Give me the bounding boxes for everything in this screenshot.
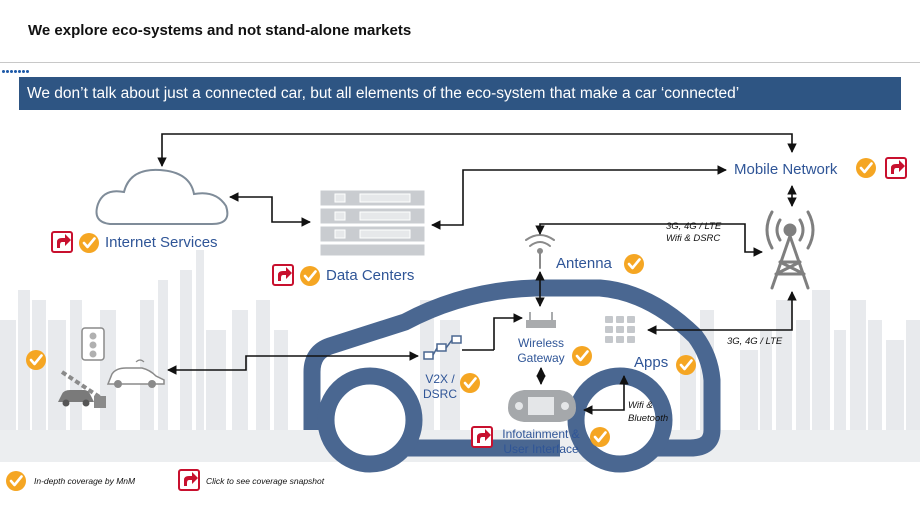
connected-car-icon <box>106 359 165 388</box>
link-arrow-icon[interactable] <box>471 426 493 448</box>
v2x-network-icon <box>423 335 462 360</box>
note-infotainment-apps-line1: Wifi & <box>628 400 653 411</box>
link-arrow-icon[interactable] <box>51 231 73 253</box>
link-v2x-traffic <box>167 351 419 375</box>
router-icon <box>526 312 556 328</box>
node-wireless-gateway: Wireless Gateway <box>517 336 565 365</box>
check-badge-icon <box>588 425 612 449</box>
check-badge-icon <box>674 353 698 377</box>
link-cloud-datacenter <box>229 192 311 227</box>
link-gateway-v2x <box>493 313 523 350</box>
node-antenna: Antenna <box>556 255 612 272</box>
page-title: We explore eco-systems and not stand-alo… <box>28 22 412 39</box>
note-antenna-tower-line2: Wifi & DSRC <box>666 233 721 244</box>
node-internet-services[interactable]: Internet Services <box>105 234 218 251</box>
accent-dots <box>2 60 30 73</box>
link-arrow-icon[interactable] <box>272 264 294 286</box>
car-outline <box>303 279 721 457</box>
note-antenna-tower-line1: 3G, 4G / LTE <box>666 221 722 232</box>
barrier-gate-icon <box>58 370 106 408</box>
infotainment-unit-icon <box>508 390 576 422</box>
city-skyline <box>0 250 920 462</box>
server-icon <box>319 189 426 257</box>
link-apps-tower <box>647 291 797 335</box>
link-datacenter-mobile <box>431 165 727 230</box>
link-infotainment-apps <box>583 375 629 415</box>
traffic-light-icon <box>81 327 105 361</box>
check-badge-icon <box>570 344 594 368</box>
note-infotainment-apps-line2: Bluetooth <box>628 413 669 424</box>
check-badge-icon <box>77 231 101 255</box>
check-badge-icon <box>854 156 878 180</box>
cloud-icon <box>95 168 229 225</box>
legend-check-text: In-depth coverage by MnM <box>34 476 136 486</box>
check-badge-icon <box>4 469 28 493</box>
node-mobile-network[interactable]: Mobile Network <box>734 161 838 178</box>
banner: We don’t talk about just a connected car… <box>19 77 901 110</box>
check-badge-icon <box>458 371 482 395</box>
check-badge-icon <box>622 252 646 276</box>
link-antenna-tower <box>535 223 763 257</box>
check-badge-icon <box>298 264 322 288</box>
antenna-icon <box>525 234 555 269</box>
note-apps-tower: 3G, 4G / LTE <box>727 336 783 347</box>
cell-tower-icon <box>765 210 815 290</box>
link-arrow-icon <box>178 469 200 491</box>
title-divider <box>0 62 920 63</box>
node-v2x-dsrc: V2X / DSRC <box>422 372 457 401</box>
node-apps: Apps <box>634 354 669 371</box>
legend-link-text: Click to see coverage snapshot <box>206 476 325 486</box>
link-arrow-icon[interactable] <box>885 157 907 179</box>
apps-grid-icon <box>605 316 635 343</box>
check-badge-icon <box>24 348 48 372</box>
front-wheel <box>317 367 423 473</box>
node-data-centers[interactable]: Data Centers <box>326 267 415 284</box>
link-cloud-mobile <box>157 133 797 167</box>
node-infotainment[interactable]: Infotainment & User Interface <box>502 427 580 456</box>
